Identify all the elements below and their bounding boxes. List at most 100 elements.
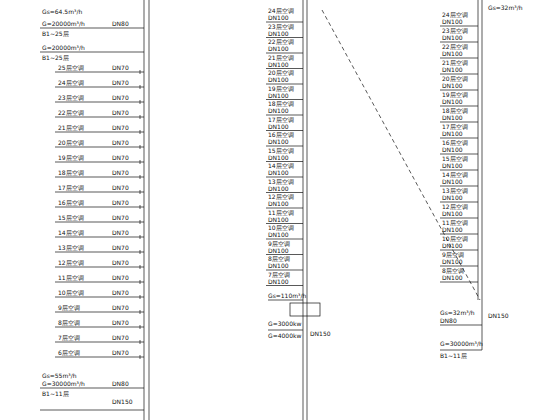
pipe-label: DN100 — [268, 247, 289, 254]
pipe-label: 11层空调 — [58, 274, 84, 281]
pipe-label: G=3000kw — [268, 320, 301, 327]
pipe-label: DN150 — [488, 312, 509, 319]
pipe-label: 20层空调 — [58, 139, 84, 146]
pipe-label: DN70 — [112, 349, 129, 356]
branch-pipe — [140, 160, 141, 164]
pipe-label: 18层空调 — [268, 100, 294, 107]
pipe-label: 12层空调 — [442, 203, 468, 210]
pipe-label: DN100 — [442, 82, 463, 89]
pipe-label: DN100 — [268, 278, 289, 285]
branch-pipe — [55, 132, 144, 133]
pipe-label: 17层空调 — [58, 184, 84, 191]
pipe-label: 16层空调 — [268, 131, 294, 138]
pipe-label: DN80 — [112, 380, 129, 387]
pipe-label: Gs=55m³/h — [42, 372, 77, 379]
pipe-label: 22层空调 — [268, 38, 294, 45]
pipe-label: G=30000m³/h — [42, 380, 85, 387]
pipe-label: 17层空调 — [268, 116, 294, 123]
pipe-label: DN100 — [442, 178, 463, 185]
pipe-label: DN70 — [112, 139, 129, 146]
pipe-label: DN100 — [268, 30, 289, 37]
branch-pipe — [440, 138, 478, 139]
pipe-label: Gs=64.5m³/h — [42, 8, 82, 15]
branch-pipe — [440, 122, 478, 123]
branch-pipe — [140, 295, 141, 299]
branch-pipe — [140, 220, 141, 224]
pipe-label: DN70 — [112, 244, 129, 251]
pipe-label: 23层空调 — [58, 94, 84, 101]
pipe-label: 8层空调 — [268, 255, 290, 262]
pipe-label: DN100 — [268, 14, 289, 21]
pipe-label: 21层空调 — [268, 54, 294, 61]
pipe-label: 23层空调 — [268, 23, 294, 30]
pipe-label: 20层空调 — [268, 69, 294, 76]
pipe-label: 16层空调 — [58, 199, 84, 206]
pipe-label: DN70 — [112, 259, 129, 266]
branch-pipe — [440, 202, 478, 203]
branch-pipe — [440, 250, 478, 251]
pipe-label: DN150 — [310, 330, 331, 337]
pipe-label: DN150 — [112, 398, 133, 405]
branch-pipe — [440, 234, 478, 235]
pipe-label: DN100 — [442, 50, 463, 57]
pipe-label: DN100 — [268, 231, 289, 238]
pipe-label: DN100 — [442, 242, 463, 249]
pipe-label: DN100 — [268, 61, 289, 68]
branch-pipe — [55, 147, 144, 148]
pipe-label: 19层空调 — [58, 154, 84, 161]
pipe-label: 23层空调 — [442, 27, 468, 34]
pipe-label: DN100 — [268, 169, 289, 176]
pipe-label: DN70 — [112, 64, 129, 71]
branch-pipe — [440, 42, 478, 43]
branch-pipe — [55, 192, 144, 193]
branch-pipe — [140, 190, 141, 194]
branch-pipe — [266, 254, 303, 255]
branch-pipe — [266, 161, 303, 162]
pipe-label: G=20000m³/h — [42, 20, 85, 27]
branch-pipe — [440, 282, 478, 283]
branch-pipe — [55, 237, 144, 238]
pipe-label: 25层空调 — [58, 64, 84, 71]
branch-pipe — [55, 342, 144, 343]
branch-pipe — [55, 357, 144, 358]
pipe-label: 9层空调 — [58, 304, 80, 311]
pipe-label: DN100 — [442, 98, 463, 105]
pipe-label: 19层空调 — [442, 91, 468, 98]
branch-pipe — [440, 186, 478, 187]
branch-pipe — [266, 208, 303, 209]
branch-pipe — [266, 270, 303, 271]
pipe-label: 18层空调 — [442, 107, 468, 114]
pipe-label: DN100 — [442, 194, 463, 201]
pipe-label: 13层空调 — [442, 187, 468, 194]
branch-pipe — [266, 22, 303, 23]
pipe-label: DN70 — [112, 319, 129, 326]
pipe-label: 19层空调 — [268, 85, 294, 92]
branch-pipe — [266, 146, 303, 147]
pipe-label: DN80 — [112, 20, 129, 27]
branch-pipe — [140, 310, 141, 314]
pipe-label: Gs=32m³/h — [488, 4, 523, 11]
pipe-label: DN100 — [442, 34, 463, 41]
pipe-label: 21层空调 — [58, 124, 84, 131]
branch-pipe — [440, 106, 478, 107]
branch-pipe — [55, 72, 144, 73]
pipe-label: G=20000m³/h — [42, 44, 85, 51]
pipe-label: 10层空调 — [58, 289, 84, 296]
pipe-label: 11层空调 — [268, 209, 294, 216]
branch-pipe — [55, 117, 144, 118]
pipe-label: 18层空调 — [58, 169, 84, 176]
pipe-label: 7层空调 — [268, 271, 290, 278]
pipe-label: DN70 — [112, 229, 129, 236]
pipe-label: 7层空调 — [58, 334, 80, 341]
pipe-label: DN70 — [112, 289, 129, 296]
pipe-label: 15层空调 — [268, 147, 294, 154]
pipe-label: DN100 — [442, 130, 463, 137]
pipe-label: DN80 — [440, 317, 457, 324]
branch-pipe — [55, 222, 144, 223]
pipe-label: B1~11层 — [42, 390, 69, 397]
branch-pipe — [140, 130, 141, 134]
branch-pipe — [55, 102, 144, 103]
pipe-label: 12层空调 — [58, 259, 84, 266]
branch-pipe — [55, 282, 144, 283]
